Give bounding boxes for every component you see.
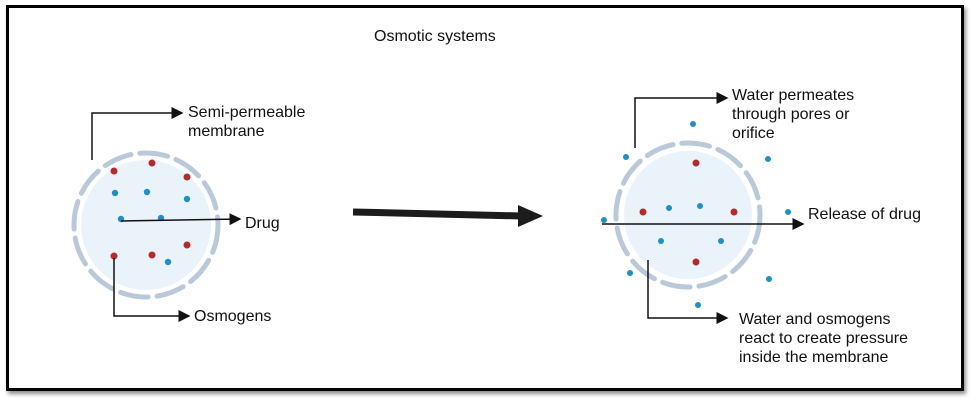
water-pointer-arrow	[634, 92, 729, 148]
drug-dot	[785, 209, 791, 215]
water-label-line: orifice	[732, 125, 775, 142]
reaction-label-line: react to create pressure	[739, 330, 908, 347]
osmogens-pointer-arrow	[113, 258, 191, 322]
osmogen-dot	[639, 208, 647, 216]
osmogen-dot	[692, 258, 700, 266]
osmogen-dot	[148, 251, 156, 259]
osmogens-label: Osmogens	[194, 308, 272, 325]
left-semi-permeable-membrane	[71, 150, 221, 300]
osmogen-dot	[148, 159, 156, 167]
right-osmogen-dots	[639, 159, 738, 266]
drug-dot	[627, 270, 633, 276]
reaction-label-line: inside the membrane	[739, 349, 889, 366]
right-semi-permeable-membrane	[613, 140, 763, 290]
drug-dot	[183, 195, 191, 203]
membrane-label-line: Semi-permeable	[188, 104, 306, 121]
diagram-title: Osmotic systems	[374, 28, 496, 45]
drug-label: Drug	[245, 215, 280, 232]
left-osmotic-cell	[71, 107, 242, 322]
membrane-pointer-arrow	[91, 107, 184, 160]
left-osmogen-dots	[110, 159, 191, 260]
drug-dot	[623, 154, 629, 160]
left-drug-dots	[111, 188, 191, 266]
drug-dot	[164, 258, 172, 266]
drug-pointer-arrow	[120, 213, 242, 226]
drug-dot	[658, 238, 664, 244]
drug-dot	[111, 189, 119, 197]
osmogen-dot	[110, 252, 118, 260]
right-cell-body	[624, 151, 752, 279]
right-drug-dots	[601, 121, 791, 308]
osmogen-dot	[183, 241, 191, 249]
drug-dot	[601, 217, 607, 223]
reaction-pointer-arrow	[647, 260, 729, 324]
release-of-drug-label: Release of drug	[808, 206, 921, 223]
osmogen-dot	[183, 173, 191, 181]
reaction-label-line: Water and osmogens	[739, 311, 891, 328]
osmogen-dot	[110, 167, 118, 175]
drug-dot	[718, 238, 724, 244]
drug-dot	[766, 276, 772, 282]
osmogen-dot	[692, 159, 700, 167]
right-osmotic-cell	[601, 92, 805, 324]
drug-dot	[143, 188, 151, 196]
process-arrow	[352, 205, 543, 227]
water-permeates-label: Water permeates through pores or orifice	[732, 86, 854, 143]
reaction-label: Water and osmogens react to create press…	[739, 310, 908, 367]
drug-dot	[666, 205, 672, 211]
membrane-label-line: membrane	[188, 123, 265, 140]
water-label-line: through pores or	[732, 106, 850, 123]
drug-dot	[765, 156, 771, 162]
water-label-line: Water permeates	[732, 87, 855, 104]
osmogen-dot	[730, 208, 738, 216]
drug-dot	[690, 121, 696, 127]
left-cell-body	[81, 160, 211, 290]
membrane-label: Semi-permeable membrane	[188, 103, 305, 141]
drug-dot	[697, 203, 703, 209]
drug-dot	[695, 302, 701, 308]
